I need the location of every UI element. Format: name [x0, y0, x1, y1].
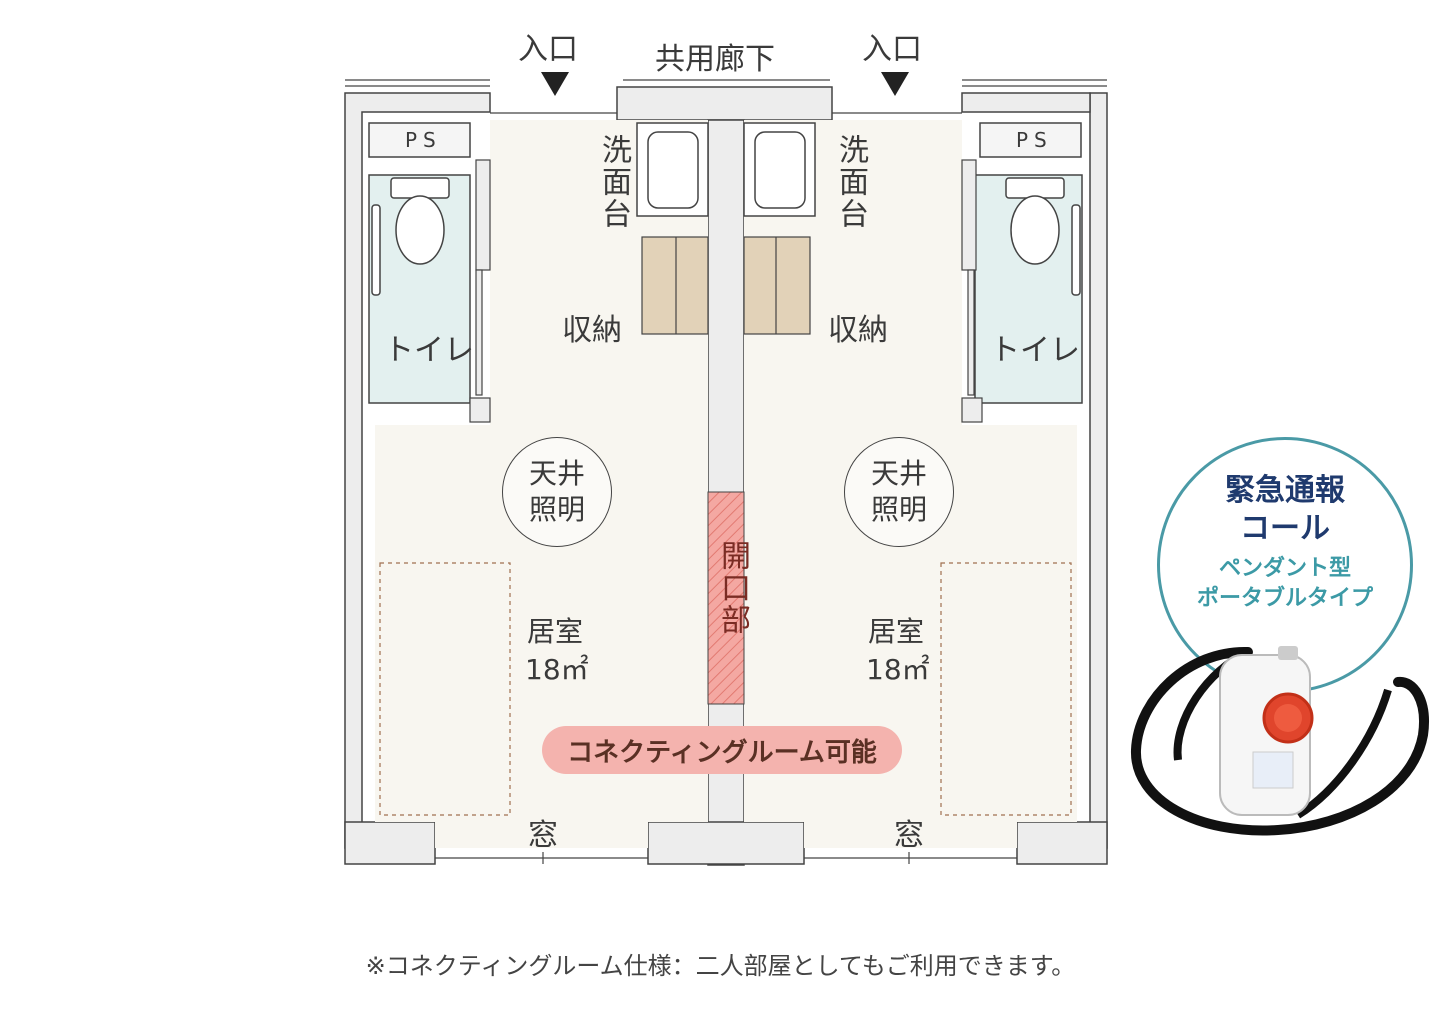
toilet-icon — [1005, 177, 1081, 296]
washbasin-icon — [636, 122, 709, 217]
toilet-icon — [371, 177, 450, 296]
washbasin-left-label: 洗面台 — [596, 134, 631, 230]
ps-right-label: PS — [1016, 128, 1053, 152]
badge-line-4: ポータブルタイプ — [1196, 586, 1373, 611]
down-arrow-icon — [541, 72, 909, 96]
badge-line-1: 緊急通報 — [1225, 473, 1345, 508]
badge-line-2: コール — [1240, 511, 1330, 546]
window-left-label: 窓 — [528, 818, 558, 853]
room-right-name: 居室 — [868, 615, 925, 648]
footnote: ※コネクティングルーム仕様：二人部屋としてもご利用できます。 — [365, 952, 1076, 980]
room-left-name: 居室 — [527, 615, 584, 648]
toilet-right-label: トイレ — [990, 333, 1080, 368]
entrance-right-label: 入口 — [862, 32, 922, 67]
ps-left-label: PS — [405, 128, 442, 152]
room-left-area: 18㎡ — [525, 653, 589, 686]
opening-hatch — [707, 491, 745, 705]
corridor-label: 共用廊下 — [655, 42, 775, 77]
pendant-call-icon — [1130, 646, 1429, 836]
storage-right-label: 収納 — [828, 313, 888, 348]
connecting-room-badge: コネクティングルーム可能 — [542, 726, 902, 774]
washbasin-right-label: 洗面台 — [833, 134, 868, 230]
entrance-left-label: 入口 — [518, 32, 578, 67]
washbasin-icon — [743, 122, 816, 217]
toilet-left-label: トイレ — [384, 333, 474, 368]
window-right-label: 窓 — [894, 818, 924, 853]
opening-label: 開口部 — [715, 540, 750, 636]
ceiling-light-right: 天井照明 — [844, 437, 954, 547]
storage-units — [641, 236, 811, 335]
room-right-area: 18㎡ — [866, 653, 930, 686]
emergency-call-badge: 緊急通報 コール ペンダント型 ポータブルタイプ — [1157, 437, 1413, 693]
ceiling-light-left: 天井照明 — [502, 437, 612, 547]
badge-line-3: ペンダント型 — [1218, 556, 1351, 581]
storage-left-label: 収納 — [562, 313, 622, 348]
